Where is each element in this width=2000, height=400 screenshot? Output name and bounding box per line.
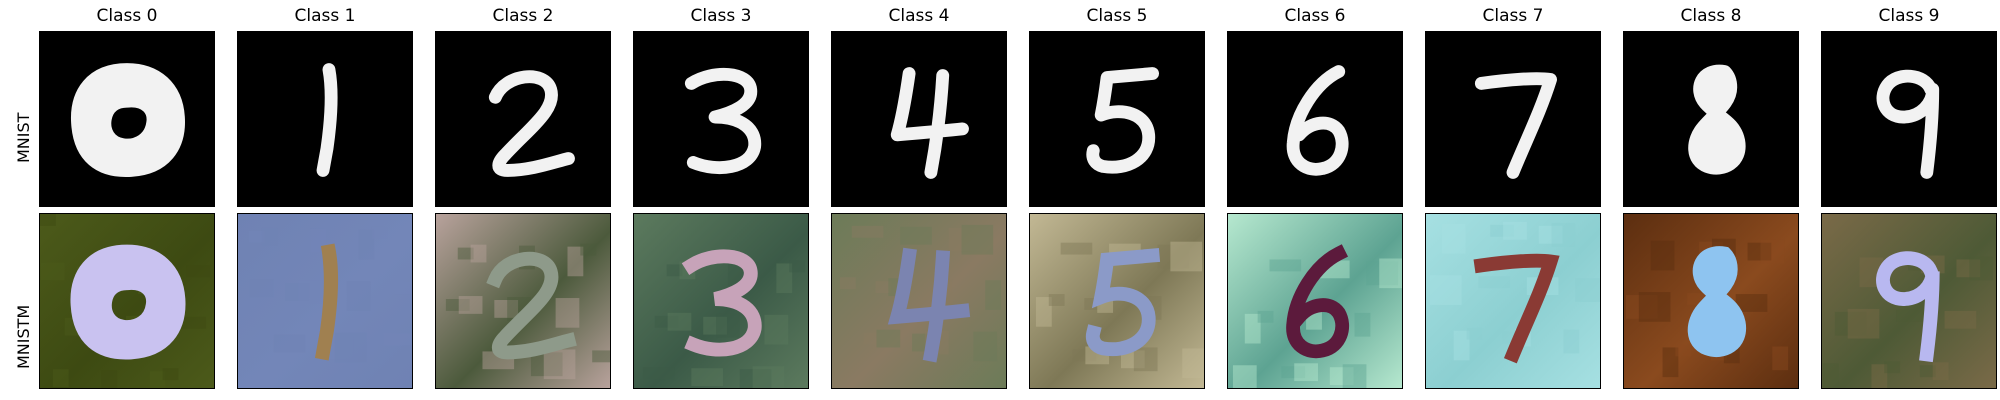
mnistm-image-class-5 bbox=[1029, 213, 1205, 389]
mnistm-image-class-7 bbox=[1425, 213, 1601, 389]
mnist-digit-graphic bbox=[40, 32, 214, 206]
mnist-image-class-3 bbox=[633, 31, 809, 207]
mnist-digit-graphic bbox=[1822, 32, 1996, 206]
mnist-digit-graphic bbox=[1228, 32, 1402, 206]
mnist-digit-graphic bbox=[1426, 32, 1600, 206]
mnist-digit-graphic bbox=[436, 32, 610, 206]
mnistm-digit-graphic bbox=[832, 214, 1006, 388]
mnist-image-class-1 bbox=[237, 31, 413, 207]
mnist-image-class-0 bbox=[39, 31, 215, 207]
column-title-class-6: Class 6 bbox=[1284, 6, 1346, 26]
mnistm-digit-graphic bbox=[634, 214, 808, 388]
mnist-digit-stroke bbox=[1876, 69, 1940, 179]
mnistm-digit-stroke bbox=[314, 243, 338, 361]
mnist-image-class-8 bbox=[1623, 31, 1799, 207]
column-title-class-8: Class 8 bbox=[1680, 6, 1742, 26]
mnist-digit-stroke bbox=[71, 63, 185, 177]
mnist-image-class-4 bbox=[831, 31, 1007, 207]
mnistm-digit-graphic bbox=[1228, 214, 1402, 388]
mnist-image-class-6 bbox=[1227, 31, 1403, 207]
mnistm-image-class-9 bbox=[1821, 213, 1997, 389]
mnist-digit-stroke bbox=[1286, 65, 1349, 176]
column-title-class-7: Class 7 bbox=[1482, 6, 1544, 26]
mnist-digit-stroke bbox=[890, 67, 969, 179]
mnistm-digit-graphic bbox=[1822, 214, 1996, 388]
mnist-digit-stroke bbox=[1688, 64, 1746, 175]
column-title-class-5: Class 5 bbox=[1086, 6, 1148, 26]
mnistm-digit-graphic bbox=[238, 214, 412, 388]
mnistm-digit-graphic bbox=[436, 214, 610, 388]
mnist-digit-stroke bbox=[488, 70, 575, 177]
column-title-class-9: Class 9 bbox=[1878, 6, 1940, 26]
mnistm-digit-graphic bbox=[1426, 214, 1600, 388]
mnist-image-class-5 bbox=[1029, 31, 1205, 207]
mnist-digit-stroke bbox=[1086, 67, 1160, 174]
mnistm-image-class-1 bbox=[237, 213, 413, 389]
mnistm-digit-graphic bbox=[1624, 214, 1798, 388]
mnistm-image-class-2 bbox=[435, 213, 611, 389]
mnistm-image-class-6 bbox=[1227, 213, 1403, 389]
mnistm-digit-stroke bbox=[1286, 244, 1350, 359]
mnistm-digit-stroke bbox=[887, 247, 971, 363]
mnist-digit-graphic bbox=[1624, 32, 1798, 206]
mnistm-digit-stroke bbox=[486, 251, 577, 360]
mnist-digit-stroke bbox=[684, 67, 762, 174]
row-label-mnist: MNIST bbox=[14, 112, 33, 164]
column-title-class-2: Class 2 bbox=[492, 6, 554, 26]
mnist-digit-stroke bbox=[1474, 72, 1557, 179]
mnistm-digit-graphic bbox=[1030, 214, 1204, 388]
mnistm-digit-stroke bbox=[681, 249, 762, 357]
column-title-class-0: Class 0 bbox=[96, 6, 158, 26]
mnist-digit-stroke bbox=[316, 63, 338, 177]
mnist-image-class-7 bbox=[1425, 31, 1601, 207]
mnist-digit-graphic bbox=[1030, 32, 1204, 206]
mnistm-image-class-0 bbox=[39, 213, 215, 389]
row-label-mnistm: MNISTM bbox=[14, 304, 33, 370]
mnistm-digit-graphic bbox=[40, 214, 214, 388]
column-title-class-4: Class 4 bbox=[888, 6, 950, 26]
mnistm-image-class-8 bbox=[1623, 213, 1799, 389]
mnist-digit-graphic bbox=[238, 32, 412, 206]
mnist-digit-graphic bbox=[634, 32, 808, 206]
mnistm-digit-stroke bbox=[1687, 246, 1747, 357]
mnist-image-class-9 bbox=[1821, 31, 1997, 207]
mnistm-digit-stroke bbox=[70, 244, 186, 360]
mnistm-image-class-4 bbox=[831, 213, 1007, 389]
mnistm-digit-stroke bbox=[1085, 248, 1161, 357]
mnistm-image-class-3 bbox=[633, 213, 809, 389]
mnistm-digit-stroke bbox=[1473, 253, 1560, 364]
mnist-image-class-2 bbox=[435, 31, 611, 207]
column-title-class-1: Class 1 bbox=[294, 6, 356, 26]
mnist-digit-graphic bbox=[832, 32, 1006, 206]
column-title-class-3: Class 3 bbox=[690, 6, 752, 26]
mnistm-digit-stroke bbox=[1876, 251, 1940, 363]
